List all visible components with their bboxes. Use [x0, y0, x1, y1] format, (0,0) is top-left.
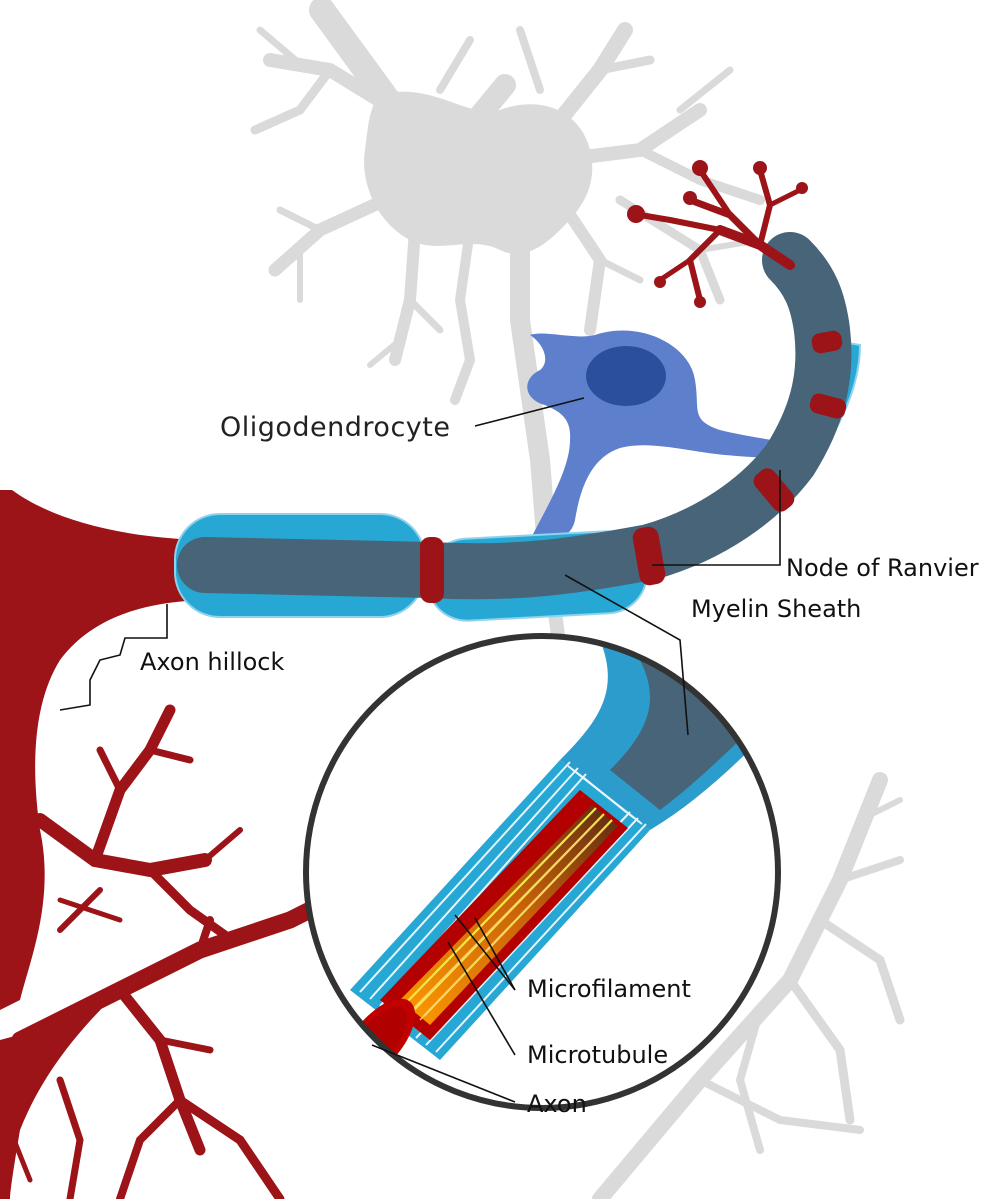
oligodendrocyte-nucleus: [586, 346, 666, 406]
label-node-of-ranvier: Node of Ranvier: [786, 554, 979, 582]
label-axon-hillock: Axon hillock: [140, 648, 285, 676]
label-axon: Axon: [527, 1090, 587, 1118]
background-neuron-top-soma: [364, 92, 592, 254]
neuron-dendrites: [10, 710, 330, 1199]
label-oligodendrocyte: Oligodendrocyte: [220, 412, 450, 443]
label-microtubule: Microtubule: [527, 1041, 668, 1069]
label-microfilament: Microfilament: [527, 975, 691, 1003]
label-myelin-sheath: Myelin Sheath: [691, 595, 861, 623]
